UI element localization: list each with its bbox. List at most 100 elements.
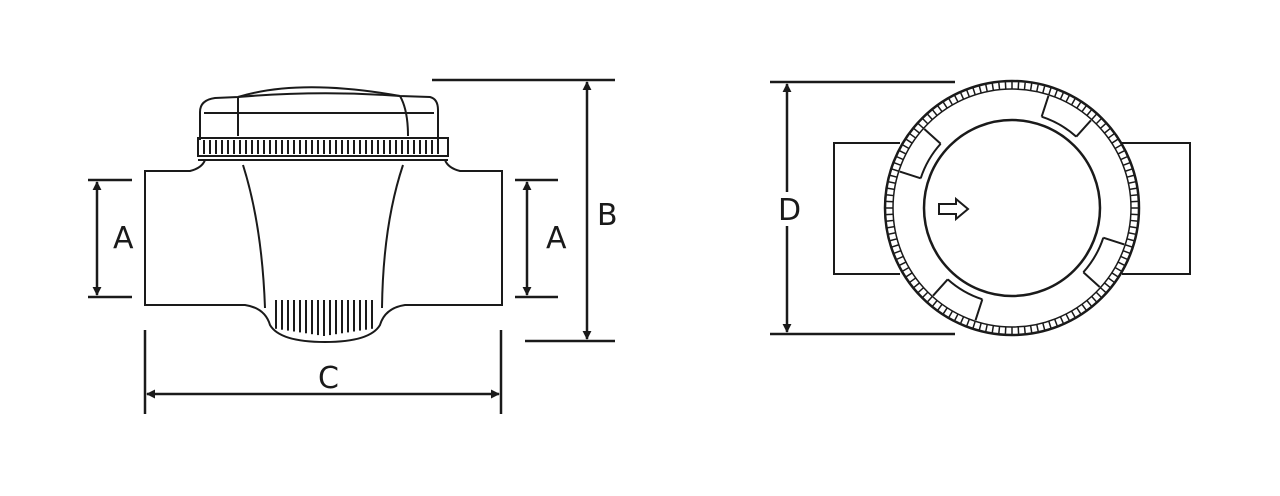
knurl-mark [902,266,910,272]
knurl-mark [1029,83,1033,91]
knurl-mark [1053,90,1058,98]
knurl-mark [888,232,896,235]
knurl-mark [1111,138,1119,144]
flow-arrow-icon [938,196,970,222]
knurl-mark [1086,300,1092,307]
knurl-mark [896,255,904,260]
knurl-mark [1065,95,1070,103]
knurl-mark [1104,282,1111,288]
knurl-mark [937,105,943,113]
knurl-mark [932,300,938,307]
knurl-mark [1076,101,1082,109]
knurl-mark [1095,291,1102,298]
knurl-mark [942,101,948,109]
knurl-mark [1120,156,1128,161]
knurl-mark [1023,326,1026,334]
lock-ring-teeth [203,140,439,154]
knurl-mark [1128,232,1136,235]
knurl-mark [917,287,925,293]
knurl-mark [937,303,943,311]
knurl-mark [1048,320,1052,329]
label-a-left: A [113,221,134,256]
knurl-mark [972,87,976,96]
knurl-mark [991,325,995,333]
ring-lug [1082,236,1125,288]
knurl-mark [1130,219,1138,222]
knurl-mark [978,86,982,94]
knurl-mark [1036,84,1039,92]
ring-lugs [899,95,1125,321]
knurl-mark [905,138,913,144]
knurl-mark [1095,118,1102,125]
knurl-mark [1111,272,1119,278]
knurl-mark [887,187,895,191]
knurl-mark [927,295,933,303]
knurl-mark [948,98,954,106]
knurl-mark [985,84,988,92]
knurl-mark [891,168,900,172]
bowl-right-curve [381,164,404,309]
knurl-mark [927,113,933,121]
knurl-mark [917,123,925,129]
knurl-mark [1124,244,1133,248]
label-b: B [597,198,618,233]
knurl-mark [1048,87,1052,96]
knurl-mark [886,219,894,222]
knurl-mark [942,307,948,315]
knurl-mark [978,322,982,330]
knurl-mark [896,156,904,161]
knurl-mark [891,244,900,248]
knurl-mark [913,282,920,288]
knurl-mark [1081,105,1087,113]
knurl-mark [1076,307,1082,315]
knurl-mark [894,249,902,254]
knurl-mark [888,181,896,184]
knurl-mark [1099,123,1107,129]
knurl-mark [1126,238,1134,242]
knurl-mark [998,326,1001,334]
knurl-mark [1129,225,1137,229]
knurl-mark [1070,310,1076,318]
knurl-mark [1029,325,1033,333]
knurl-mark [1120,255,1128,260]
ring-lug [932,278,984,321]
knurl-mark [1091,295,1097,303]
knurl-mark [1053,318,1058,326]
knurl-mark [899,261,907,266]
lock-ring [197,137,449,157]
cap-ridge-right [399,95,409,137]
bowl-left-curve [242,164,266,309]
knurl-mark [1023,82,1026,90]
knurl-mark [1117,150,1125,155]
knurl-mark [985,324,988,332]
knurl-mark [887,225,895,229]
knurl-mark [1091,113,1097,121]
cap-outline [199,86,439,140]
knurl-mark [960,92,965,100]
knurl-mark [1122,162,1130,167]
knurl-mark [890,174,898,178]
knurl-mark [894,162,902,167]
knurl-mark [899,150,907,155]
ring-inner-edge [892,88,1132,328]
knurl-mark [1081,303,1087,311]
knurl-mark [1042,322,1046,330]
pipe-stub-left [833,142,900,275]
knurl-mark [998,82,1001,90]
knurl-mark [902,144,910,150]
knurl-mark [905,272,913,278]
knurl-mark [1117,261,1125,266]
label-c: C [318,361,339,396]
knurl-mark [922,118,929,125]
ring-lug [899,128,942,180]
knurl-mark [1104,128,1111,134]
knurl-mark [890,238,898,242]
cap-dome-line [237,92,401,98]
knurl-mark [909,133,917,139]
knurl-mark [972,320,976,329]
knurl-mark [909,277,917,283]
pipe-stub-right [1122,142,1191,275]
knurl-mark [960,316,965,324]
knurl-mark [954,95,959,103]
